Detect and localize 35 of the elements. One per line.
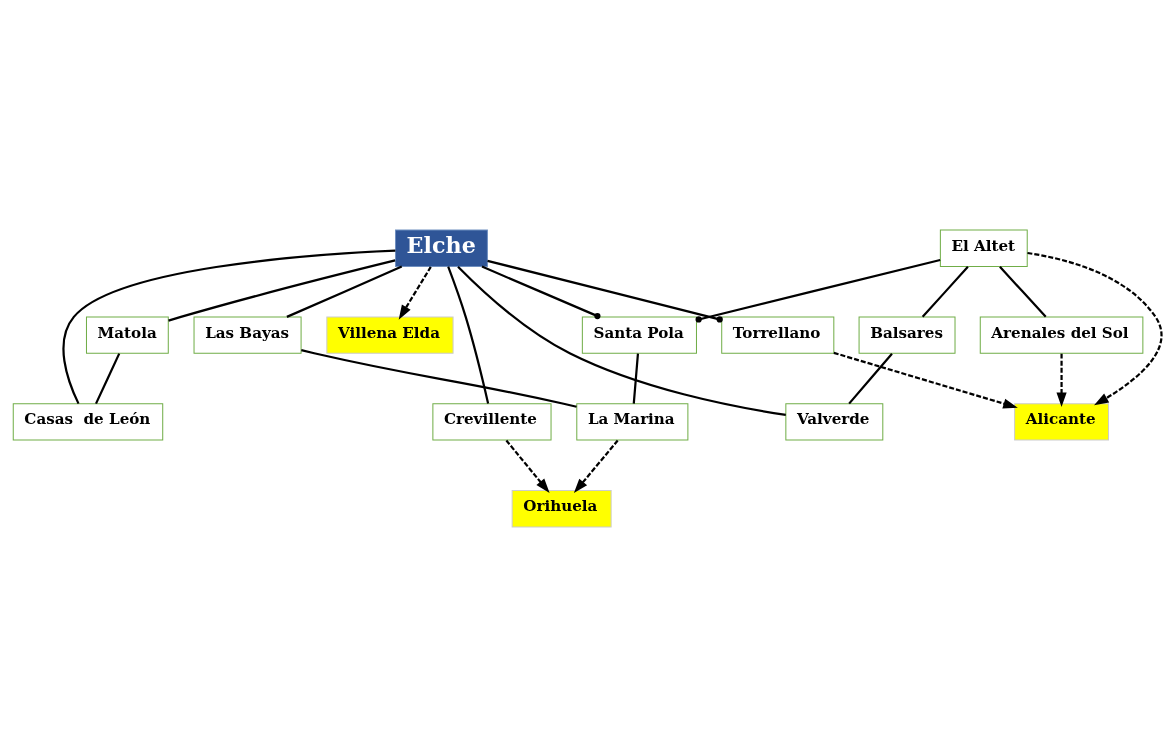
node-box: El Altet (939, 229, 1028, 267)
node-box: Balsares (858, 315, 956, 354)
connector (168, 258, 396, 322)
connector (481, 265, 601, 319)
connector (695, 258, 941, 323)
connector (632, 353, 640, 404)
arrow (505, 439, 550, 493)
node-box: Crevillente (432, 402, 552, 441)
connector (286, 265, 403, 318)
node-box: Las Bayas (193, 315, 302, 354)
node-box: Alicante (1014, 402, 1110, 441)
arrow (1027, 251, 1163, 405)
connector (999, 265, 1047, 318)
node-box: Santa Pola (581, 315, 697, 354)
connector (447, 265, 490, 404)
connector (921, 265, 969, 318)
arrow (1056, 353, 1067, 407)
connector (95, 352, 121, 404)
node-box: Orihuela (511, 489, 612, 527)
arrow (833, 351, 1018, 409)
node-box: La Marina (576, 402, 689, 441)
connector (457, 265, 786, 416)
connector (487, 259, 723, 323)
connector (301, 348, 577, 408)
node-box: Villena Elda (326, 315, 454, 354)
arrow (573, 439, 619, 493)
arrow (398, 265, 432, 320)
node-box: Elche (395, 229, 488, 267)
connector (62, 249, 396, 404)
connector (848, 352, 893, 404)
node-box: Casas de León (12, 402, 164, 441)
node-box: Torrellano (721, 315, 835, 354)
node-box: Matola (85, 315, 169, 354)
node-box: Valverde (785, 402, 884, 441)
node-box: Arenales del Sol (979, 315, 1144, 354)
